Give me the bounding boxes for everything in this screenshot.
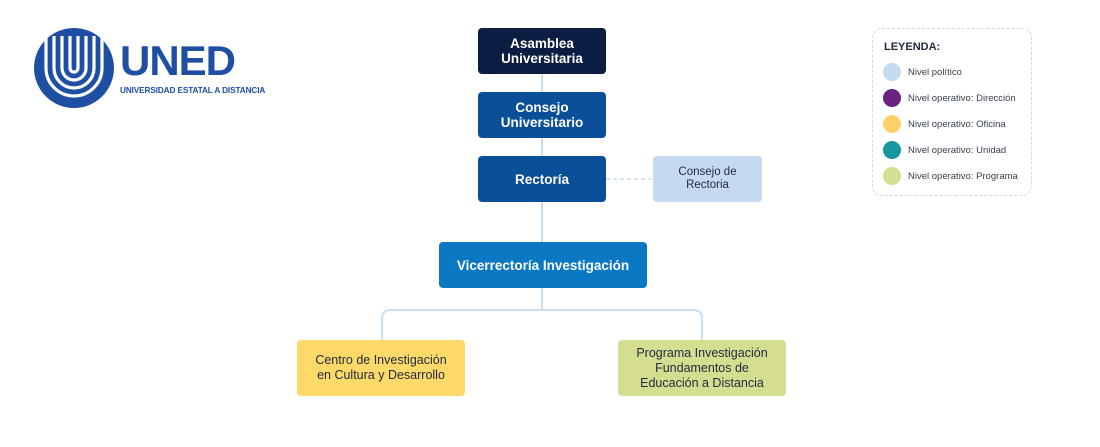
node-vicerrectoria-investigacion: Vicerrectoría Investigación	[439, 242, 647, 288]
legend-label: Nivel operativo: Dirección	[908, 92, 1016, 104]
legend-item: Nivel operativo: Dirección	[883, 88, 1016, 108]
node-consejo-de-rectoria: Consejo de Rectoria	[653, 156, 762, 202]
node-label: Consejo de Rectoria	[678, 166, 737, 191]
legend-dot-icon	[883, 167, 901, 185]
legend-dot-icon	[883, 89, 901, 107]
node-label: Centro de Investigación en Cultura y Des…	[315, 353, 447, 382]
node-label: Consejo Universitario	[500, 100, 584, 130]
node-label: Programa Investigación Fundamentos de Ed…	[636, 345, 768, 390]
node-label: Rectoría	[514, 171, 570, 187]
legend-label: Nivel político	[908, 66, 962, 78]
legend-item: Nivel operativo: Programa	[883, 166, 1018, 186]
legend-title: LEYENDA:	[884, 41, 941, 53]
legend-label: Nivel operativo: Unidad	[908, 144, 1007, 156]
logo-subtitle: UNIVERSIDAD ESTATAL A DISTANCIA	[120, 86, 266, 95]
node-label: Vicerrectoría Investigación	[456, 257, 630, 273]
node-asamblea-universitaria: Asamblea Universitaria	[478, 28, 606, 74]
node-consejo-universitario: Consejo Universitario	[478, 92, 606, 138]
legend-item: Nivel operativo: Unidad	[883, 140, 1006, 160]
uned-logo: UNED UNIVERSIDAD ESTATAL A DISTANCIA	[32, 26, 265, 110]
node-label: Asamblea Universitaria	[501, 36, 583, 66]
connector-vicerrectoria-branches	[381, 288, 703, 340]
legend-label: Nivel operativo: Oficina	[908, 118, 1006, 130]
legend-item: Nivel operativo: Oficina	[883, 114, 1006, 134]
legend-panel: LEYENDA: Nivel político Nivel operativo:…	[872, 28, 1032, 196]
legend-item: Nivel político	[883, 62, 962, 82]
legend-dot-icon	[883, 63, 901, 81]
legend-label: Nivel operativo: Programa	[908, 170, 1018, 182]
node-rectoria: Rectoría	[478, 156, 606, 202]
node-programa-investigacion: Programa Investigación Fundamentos de Ed…	[618, 340, 786, 396]
uned-emblem-icon	[34, 28, 114, 108]
logo-wordmark: UNED	[120, 37, 236, 84]
legend-dot-icon	[883, 141, 901, 159]
legend-dot-icon	[883, 115, 901, 133]
node-centro-investigacion: Centro de Investigación en Cultura y Des…	[297, 340, 465, 396]
